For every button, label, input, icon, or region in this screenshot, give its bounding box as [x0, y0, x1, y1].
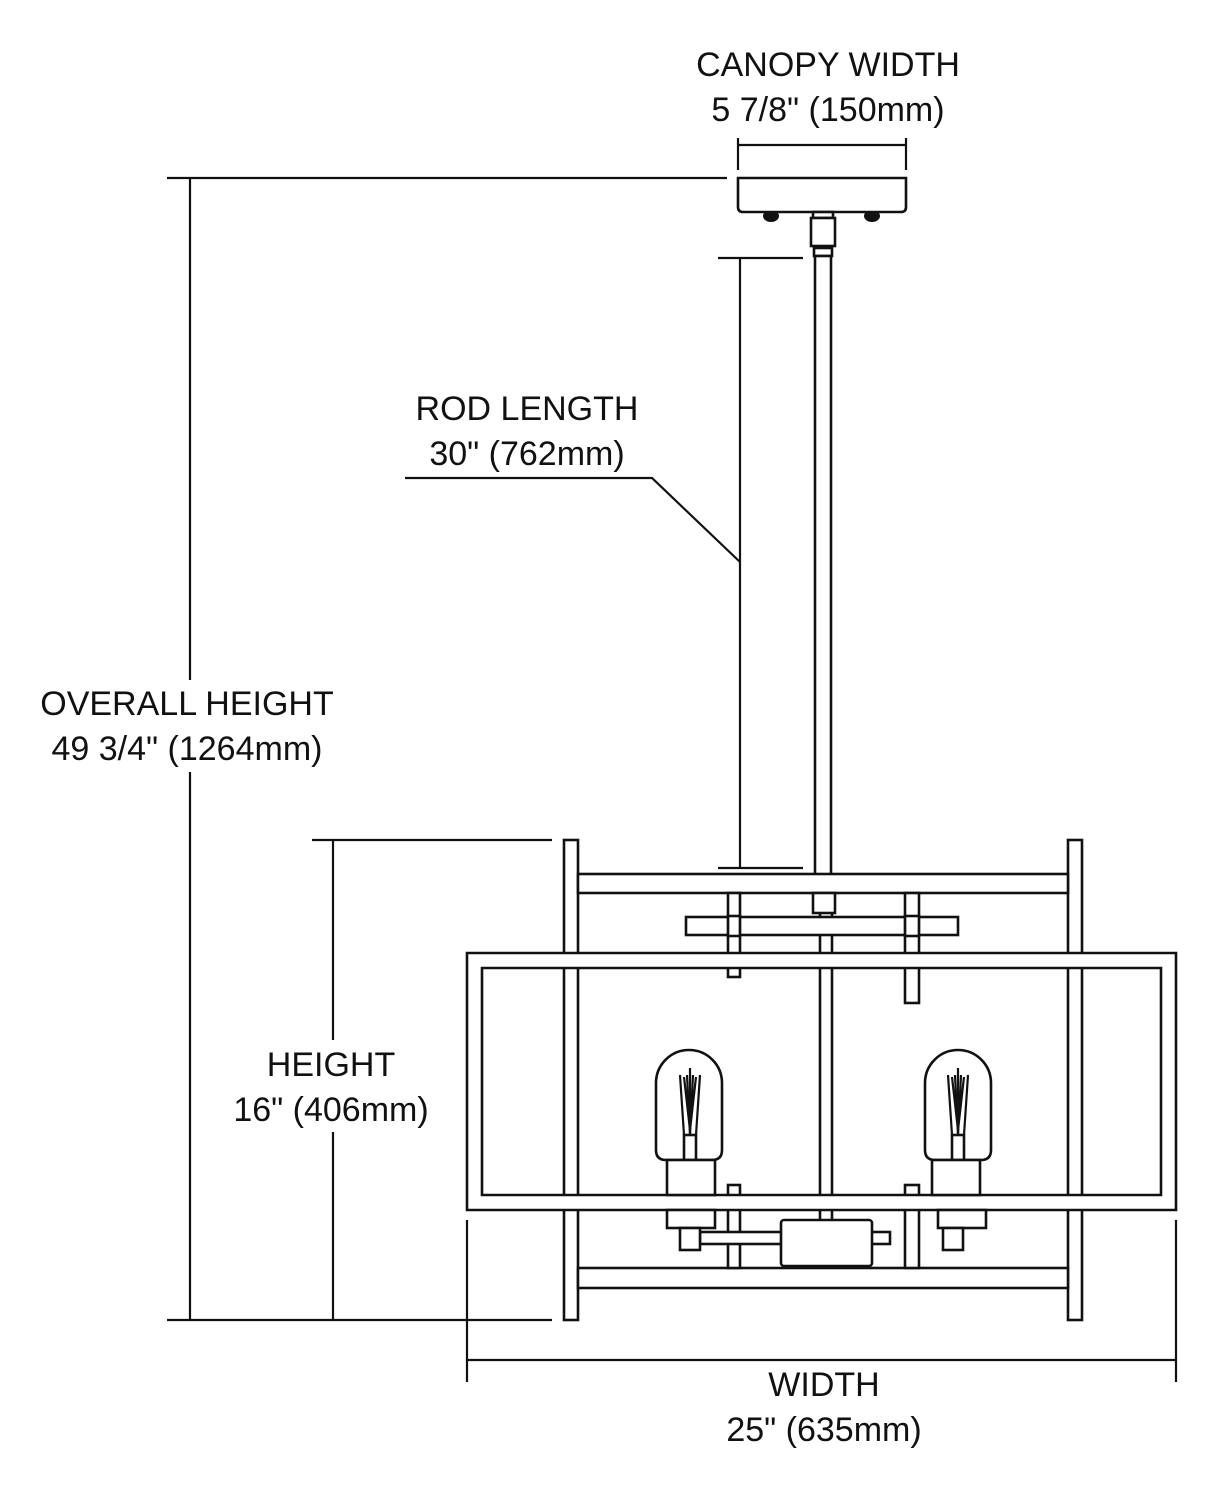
width-dimension: WIDTH 25" (635mm) [465, 1220, 1178, 1449]
bulb-right [923, 1048, 993, 1197]
rod [813, 254, 833, 878]
rod-length-dimension: ROD LENGTH 30" (762mm) [405, 256, 803, 870]
shade-frame [465, 951, 1178, 1212]
canopy [736, 176, 908, 258]
height-label: HEIGHT [267, 1046, 395, 1084]
rod-length-value: 30" (762mm) [429, 435, 624, 473]
socket-assembly [665, 1208, 988, 1268]
overall-height-label: OVERALL HEIGHT [40, 685, 333, 723]
canopy-width-dimension: CANOPY WIDTH 5 7/8" (150mm) [696, 46, 960, 170]
height-value: 16" (406mm) [233, 1091, 428, 1129]
canopy-width-label: CANOPY WIDTH [696, 46, 960, 84]
frame [562, 838, 1084, 1322]
height-dimension: HEIGHT 16" (406mm) [233, 838, 552, 1320]
light-fixture [465, 176, 1178, 1322]
bulb-left [654, 1048, 724, 1197]
width-value: 25" (635mm) [726, 1411, 921, 1449]
rod-length-label: ROD LENGTH [416, 390, 639, 428]
canopy-width-value: 5 7/8" (150mm) [711, 91, 944, 129]
overall-height-dimension: OVERALL HEIGHT 49 3/4" (1264mm) [40, 176, 727, 1322]
width-label: WIDTH [768, 1366, 879, 1404]
overall-height-value: 49 3/4" (1264mm) [52, 730, 323, 768]
